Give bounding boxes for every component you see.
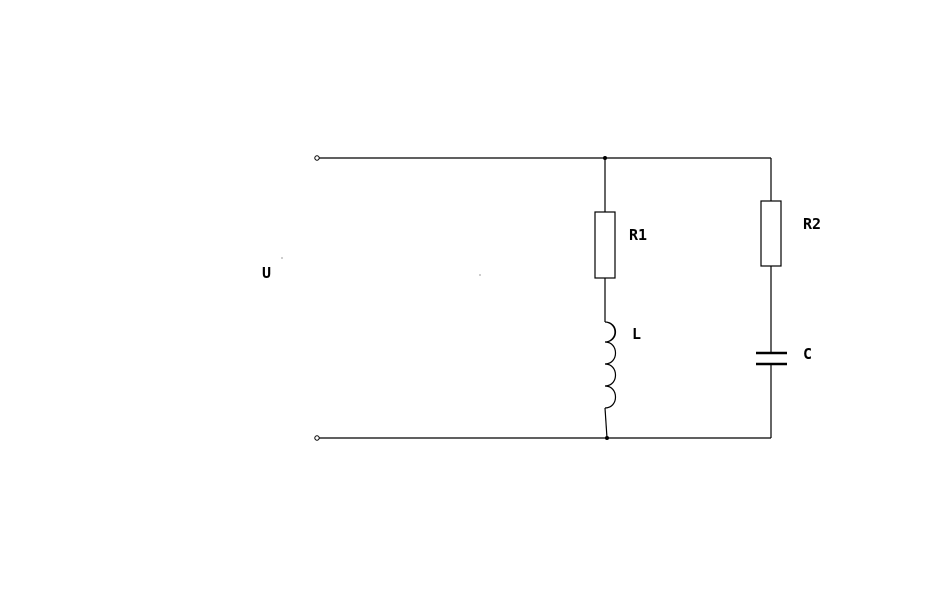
inductor-l	[604, 321, 617, 409]
resistor-r2	[760, 200, 782, 267]
speck-mark	[479, 274, 481, 276]
label-r2: R2	[803, 215, 821, 233]
speck-mark	[281, 257, 283, 259]
input-terminal-top	[314, 155, 320, 161]
branch1-wire-bottom	[604, 407, 608, 439]
label-source-u: U	[262, 264, 271, 282]
resistor-r1	[594, 211, 616, 279]
input-terminal-bottom	[314, 435, 320, 441]
label-inductor-l: L	[632, 325, 641, 343]
label-r1: R1	[629, 226, 647, 244]
label-capacitor-c: C	[803, 345, 812, 363]
